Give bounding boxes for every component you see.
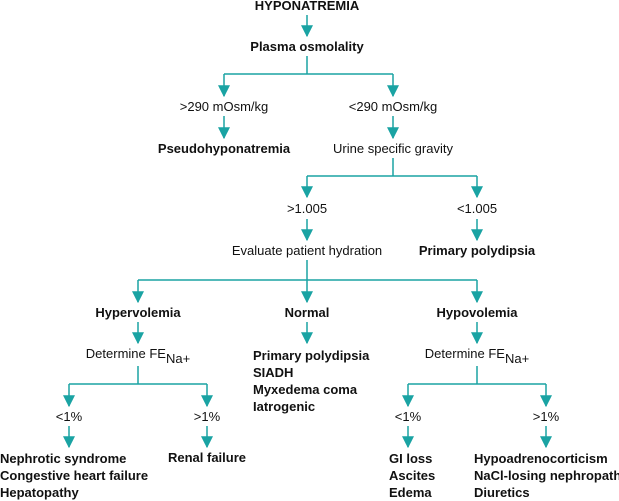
cause-item: Hypoadrenocorticism — [474, 451, 608, 466]
node-hyponatremia: HYPONATREMIA — [254, 0, 360, 13]
fe-label: Determine FE — [424, 346, 505, 361]
node-determine-fe-left: Determine FENa+ — [85, 346, 190, 366]
node-gt-290: >290 mOsm/kg — [179, 99, 269, 114]
node-determine-fe-right: Determine FENa+ — [424, 346, 529, 366]
cause-item: Myxedema coma — [253, 382, 358, 397]
node-renal-failure: Renal failure — [167, 450, 247, 465]
fe-subscript: Na+ — [165, 351, 191, 366]
node-normal: Normal — [284, 305, 330, 320]
node-hyper-lt-1: <1% — [55, 409, 83, 424]
node-hypervolemia: Hypervolemia — [95, 305, 181, 320]
cause-item: Primary polydipsia — [253, 348, 370, 363]
node-lt-1005: <1.005 — [456, 201, 498, 216]
node-primary-polydipsia: Primary polydipsia — [418, 243, 536, 258]
cause-item: Congestive heart failure — [0, 468, 149, 483]
cause-item: GI loss — [389, 451, 433, 466]
node-lt-290: <290 mOsm/kg — [348, 99, 438, 114]
node-urine-specific-gravity: Urine specific gravity — [333, 141, 453, 156]
node-hypo-gt-causes: Hypoadrenocorticism NaCl-losing nephropa… — [474, 450, 619, 501]
node-hypo-lt-1: <1% — [394, 409, 422, 424]
cause-item: Ascites — [389, 468, 436, 483]
node-hypo-lt-causes: GI loss Ascites Edema — [389, 450, 435, 501]
fe-label: Determine FE — [85, 346, 166, 361]
node-hypovolemia: Hypovolemia — [436, 305, 518, 320]
cause-item: NaCl-losing nephropathy — [474, 468, 619, 483]
node-gt-1005: >1.005 — [286, 201, 328, 216]
node-hypo-gt-1: >1% — [532, 409, 560, 424]
node-hyper-lt-causes: Nephrotic syndrome Congestive heart fail… — [0, 450, 148, 501]
cause-item: Nephrotic syndrome — [0, 451, 127, 466]
node-normal-causes: Primary polydipsia SIADH Myxedema coma I… — [253, 347, 369, 415]
node-pseudohyponatremia: Pseudohyponatremia — [157, 141, 291, 156]
node-evaluate-hydration: Evaluate patient hydration — [231, 243, 383, 258]
node-plasma-osmolality: Plasma osmolality — [250, 39, 364, 54]
cause-item: Iatrogenic — [253, 399, 316, 414]
fe-subscript: Na+ — [504, 351, 530, 366]
cause-item: SIADH — [253, 365, 294, 380]
node-hyper-gt-1: >1% — [193, 409, 221, 424]
